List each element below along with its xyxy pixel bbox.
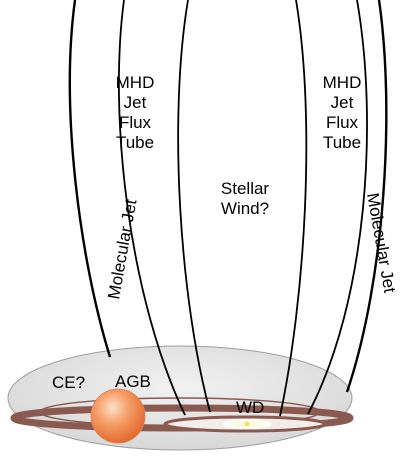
- molecular-jet-left-line: [68, 0, 112, 358]
- stellar-wind-label: Stellar Wind?: [221, 179, 270, 218]
- mhd-flux-tube-right-inner: [279, 0, 308, 417]
- molecular-jet-right-label: Molecular Jet: [363, 191, 399, 294]
- mhd-left-line-3: Flux: [119, 113, 152, 132]
- white-dwarf: [244, 421, 250, 427]
- molecular-jet-right-line: [345, 0, 388, 393]
- ce-label: CE?: [52, 373, 85, 392]
- stellar-wind-line-1: Stellar: [221, 179, 270, 198]
- mhd-flux-tube-left-label: MHD Jet Flux Tube: [116, 73, 155, 152]
- mhd-flux-tube-right-label: MHD Jet Flux Tube: [323, 73, 362, 152]
- mhd-left-line-1: MHD: [116, 73, 155, 92]
- mhd-left-line-4: Tube: [116, 133, 154, 152]
- mhd-left-line-2: Jet: [124, 93, 147, 112]
- mhd-right-line-4: Tube: [323, 133, 361, 152]
- mhd-right-line-2: Jet: [331, 93, 354, 112]
- mhd-flux-tube-right-outer: [307, 0, 368, 415]
- mhd-right-line-1: MHD: [323, 73, 362, 92]
- wd-label: WD: [236, 398, 264, 417]
- mhd-flux-tube-left-outer: [118, 0, 186, 416]
- mhd-right-line-3: Flux: [326, 113, 359, 132]
- agb-star: [90, 388, 146, 444]
- mhd-flux-tube-left-inner: [177, 0, 211, 413]
- stellar-wind-line-2: Wind?: [221, 199, 269, 218]
- agb-label: AGB: [115, 372, 151, 391]
